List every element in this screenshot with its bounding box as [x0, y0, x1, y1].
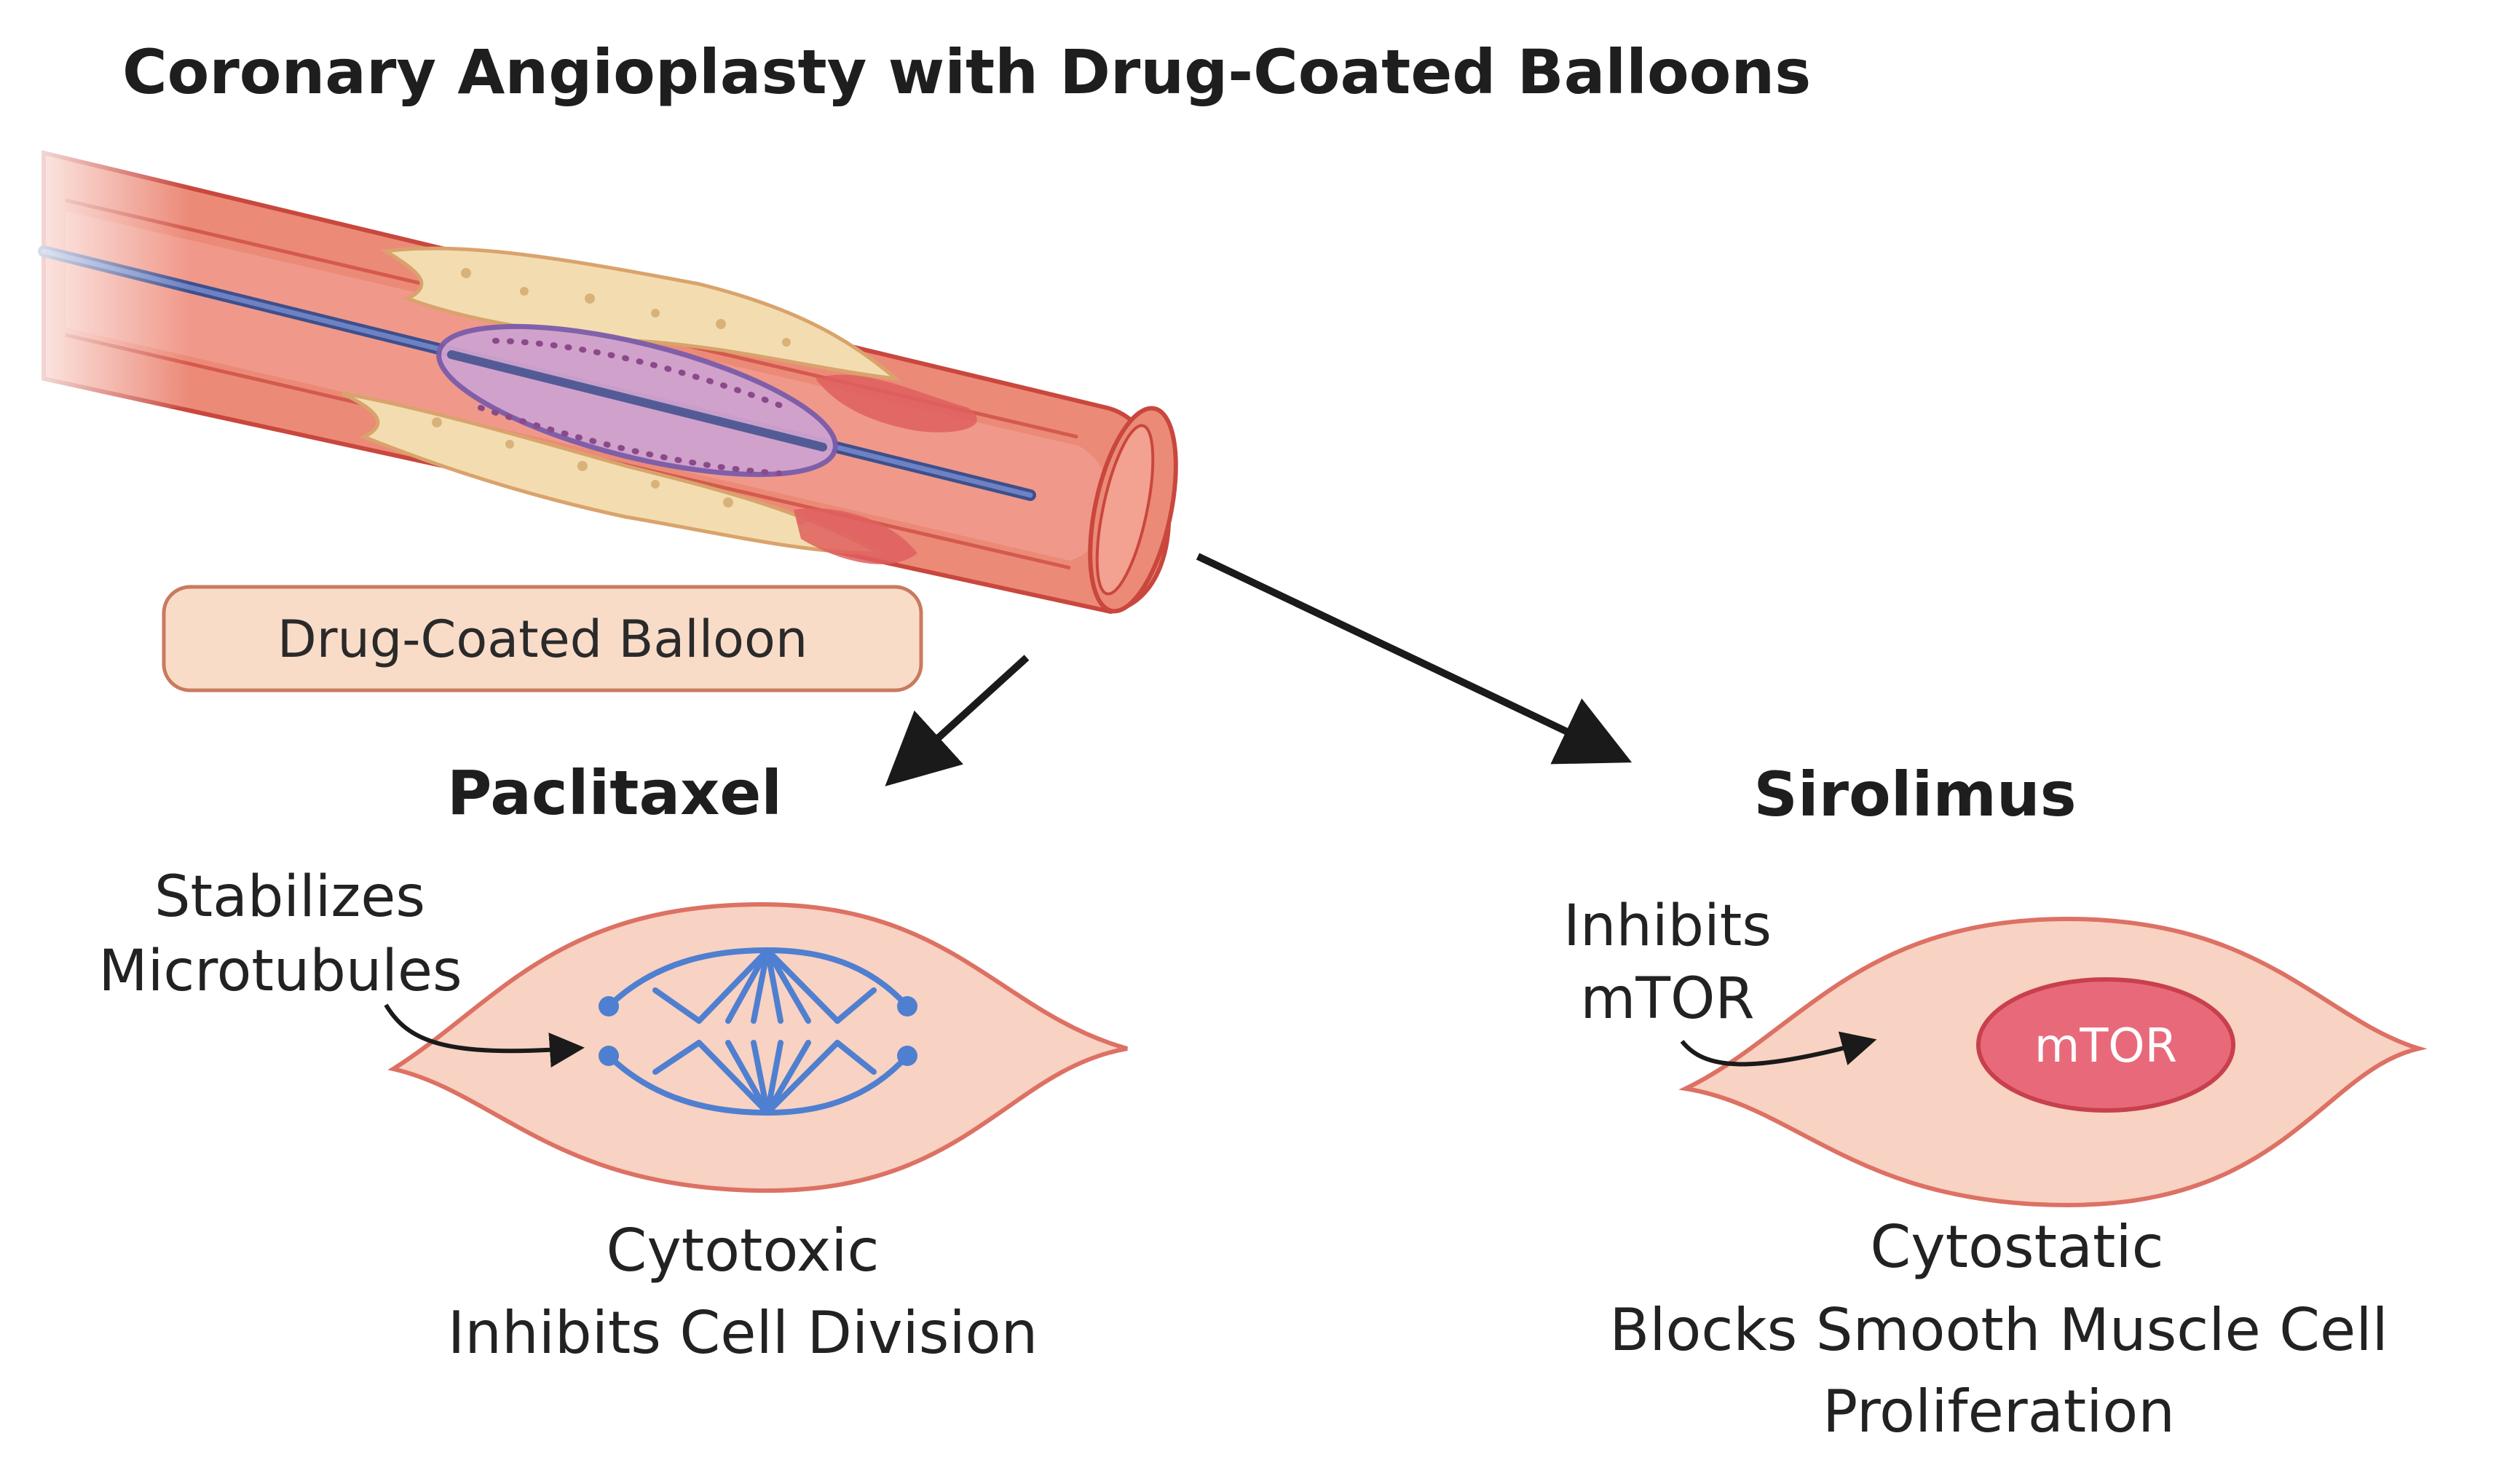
sirolimus-effect-line3: Proliferation — [1823, 1378, 2175, 1445]
sirolimus-annotation-arrow — [1680, 1031, 1877, 1067]
arrow-to-paclitaxel — [885, 655, 1030, 786]
paclitaxel-annotation-arrow — [384, 1003, 585, 1067]
paclitaxel-effect-line2: Inhibits Cell Division — [448, 1299, 1038, 1367]
sirolimus-panel: Sirolimus Inhibits mTOR mTOR Cytostatic … — [1563, 759, 2428, 1445]
artery-illustration — [0, 131, 1178, 615]
inflamed-tissue-lower — [794, 508, 917, 564]
paclitaxel-panel: Paclitaxel Stabilizes Microtubules — [98, 757, 1128, 1367]
sirolimus-annotation-line2: mTOR — [1580, 966, 1754, 1032]
mtor-target — [1976, 977, 2235, 1113]
plaque-lower — [341, 391, 883, 556]
mtor-target-label: mTOR — [2034, 1019, 2177, 1073]
centrosomes — [599, 996, 917, 1066]
smooth-muscle-cell-paclitaxel — [387, 901, 1128, 1193]
paclitaxel-effect-line1: Cytotoxic — [607, 1217, 880, 1284]
arrow-to-sirolimus — [1196, 553, 1633, 765]
mitotic-spindle — [606, 947, 910, 1116]
sirolimus-effect-line2: Blocks Smooth Muscle Cell — [1609, 1296, 2388, 1364]
sirolimus-annotation-line1: Inhibits — [1563, 893, 1772, 959]
balloon-label-pill: Drug-Coated Balloon — [162, 585, 923, 692]
sirolimus-effect-line1: Cytostatic — [1870, 1213, 2163, 1281]
balloon-label: Drug-Coated Balloon — [277, 609, 808, 669]
paclitaxel-annotation-line1: Stabilizes — [154, 864, 425, 930]
sirolimus-heading: Sirolimus — [1753, 759, 2076, 830]
paclitaxel-heading: Paclitaxel — [447, 757, 782, 829]
paclitaxel-annotation-line2: Microtubules — [98, 939, 462, 1004]
plaque-upper — [380, 246, 901, 382]
inflamed-tissue-upper — [816, 374, 977, 433]
page-title: Coronary Angioplasty with Drug-Coated Ba… — [122, 36, 1811, 108]
